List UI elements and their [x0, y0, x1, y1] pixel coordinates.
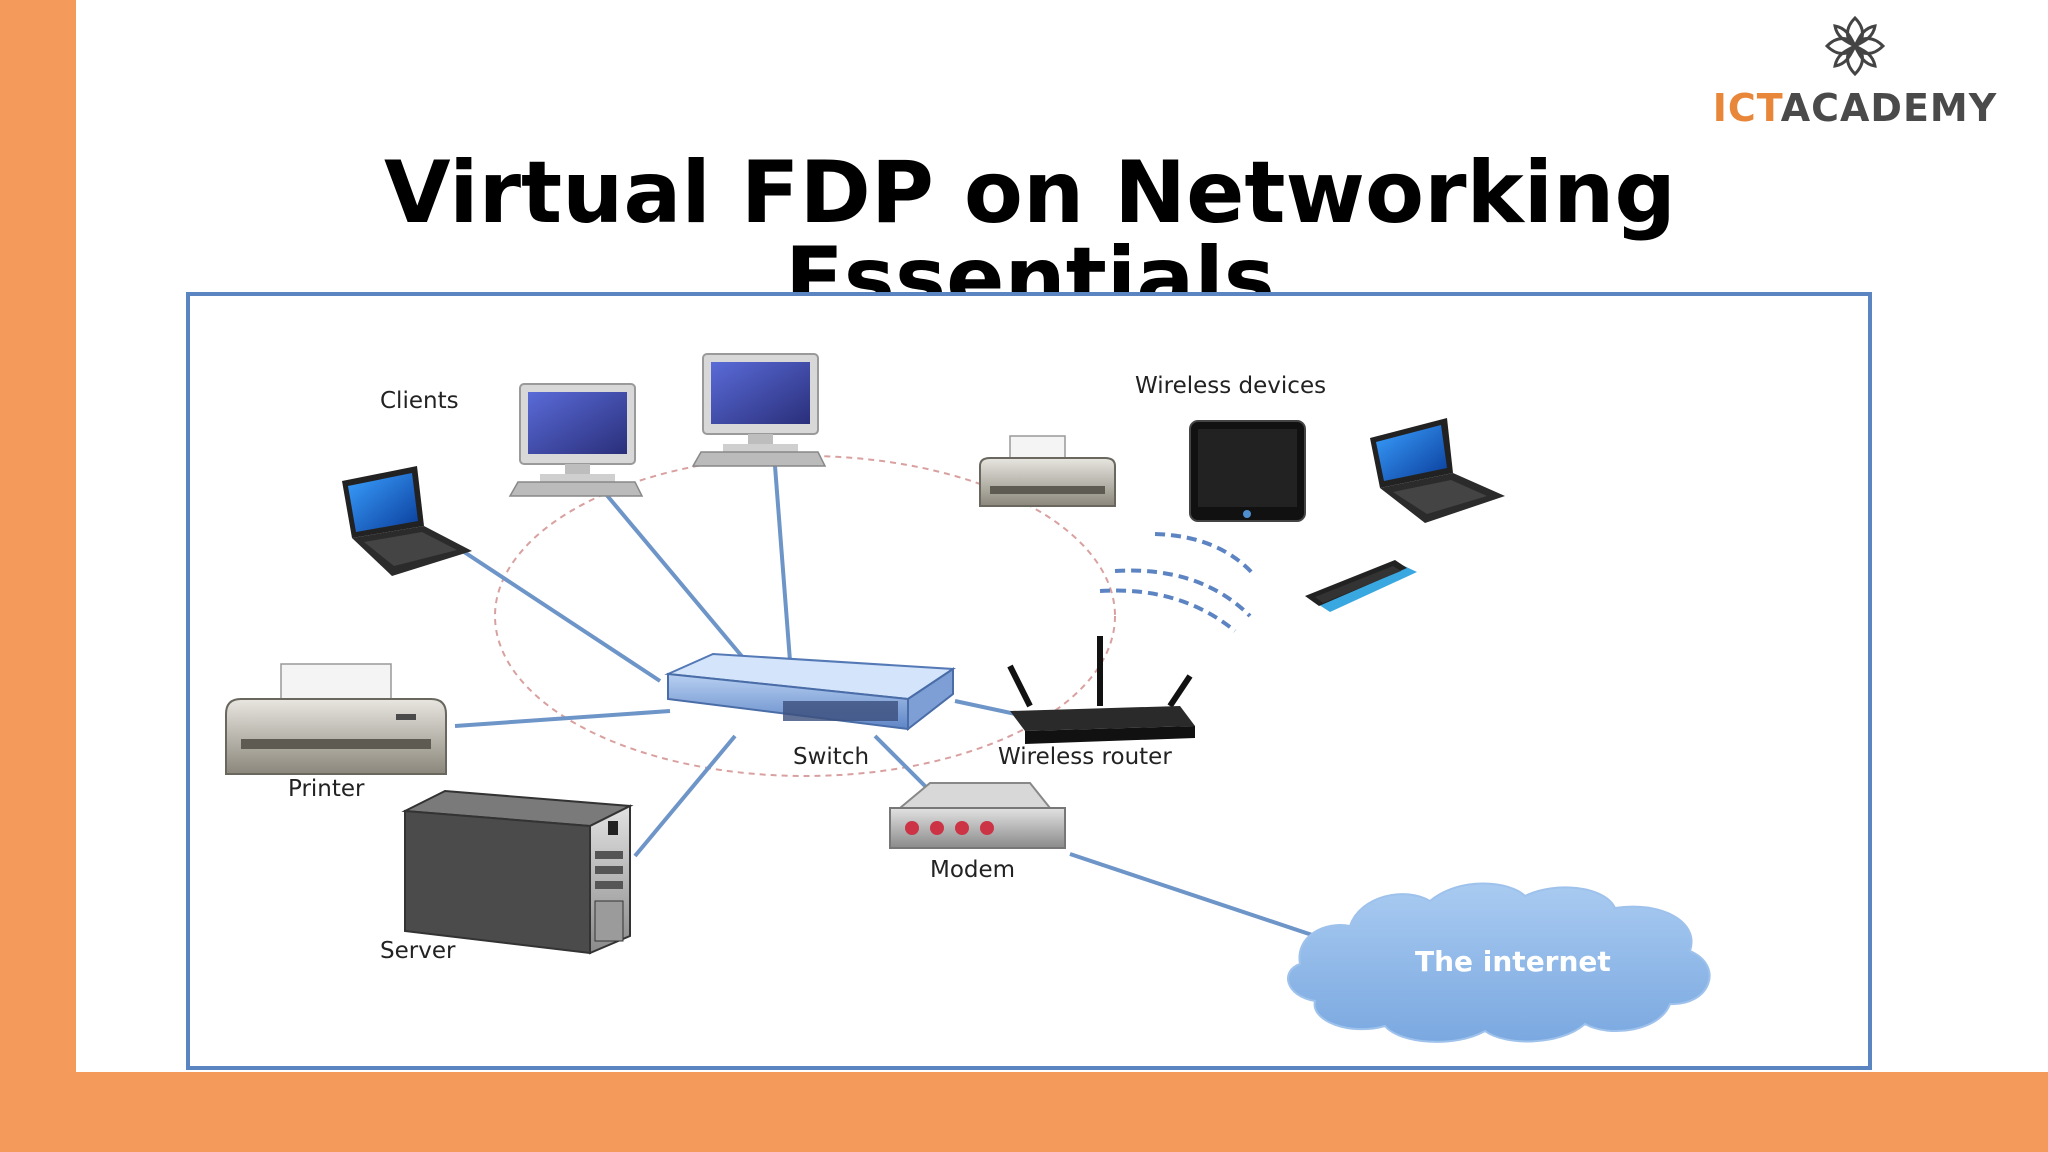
internet-label: The internet: [1415, 945, 1611, 978]
tablet-icon: [1189, 420, 1306, 522]
slide-title: Virtual FDP on Networking Essentials: [384, 143, 1676, 329]
wireless-signal-icon: [1099, 532, 1257, 633]
link-printer-switch: [454, 709, 671, 728]
switch-label: Switch: [793, 744, 869, 770]
smartphone-icon: [1305, 560, 1417, 612]
clients-label: Clients: [380, 388, 459, 414]
modem-label: Modem: [930, 857, 1015, 883]
wireless-router-icon: [1007, 636, 1195, 744]
wireless-router-label: Wireless router: [998, 744, 1172, 770]
left-accent-bar: [0, 0, 76, 1152]
link-desktop2-switch: [773, 465, 792, 662]
bottom-accent-bar: [0, 1072, 2048, 1152]
link-modem-internet: [1069, 852, 1346, 948]
wireless-printer-icon: [979, 435, 1116, 507]
ict-academy-logo: ICTACADEMY: [1710, 8, 2000, 138]
link-desktop1-switch: [603, 491, 752, 668]
logo-wordmark-academy: ACADEMY: [1780, 86, 1998, 130]
wireless-laptop-icon: [1370, 418, 1505, 523]
wireless-devices-label: Wireless devices: [1135, 373, 1326, 399]
logo-wordmark: ICTACADEMY: [1710, 86, 2000, 130]
link-laptop-switch: [453, 544, 662, 683]
internet-cloud-icon: [1287, 882, 1711, 1043]
lotus-icon: [1824, 15, 1886, 77]
desktop-client-icon: [691, 353, 827, 467]
server-icon: [401, 789, 634, 955]
switch-icon: [664, 652, 957, 732]
link-server-switch: [633, 734, 737, 858]
network-diagram-frame: Clients Wireless devices Printer Server …: [186, 292, 1872, 1070]
network-diagram: Clients Wireless devices Printer Server …: [225, 353, 1711, 1043]
printer-label: Printer: [288, 776, 365, 802]
modem-icon: [889, 782, 1066, 849]
logo-wordmark-ict: ICT: [1712, 86, 1781, 130]
printer-icon: [225, 663, 447, 775]
server-label: Server: [380, 938, 456, 964]
laptop-client-icon: [342, 466, 472, 576]
desktop-client-icon: [508, 383, 644, 497]
